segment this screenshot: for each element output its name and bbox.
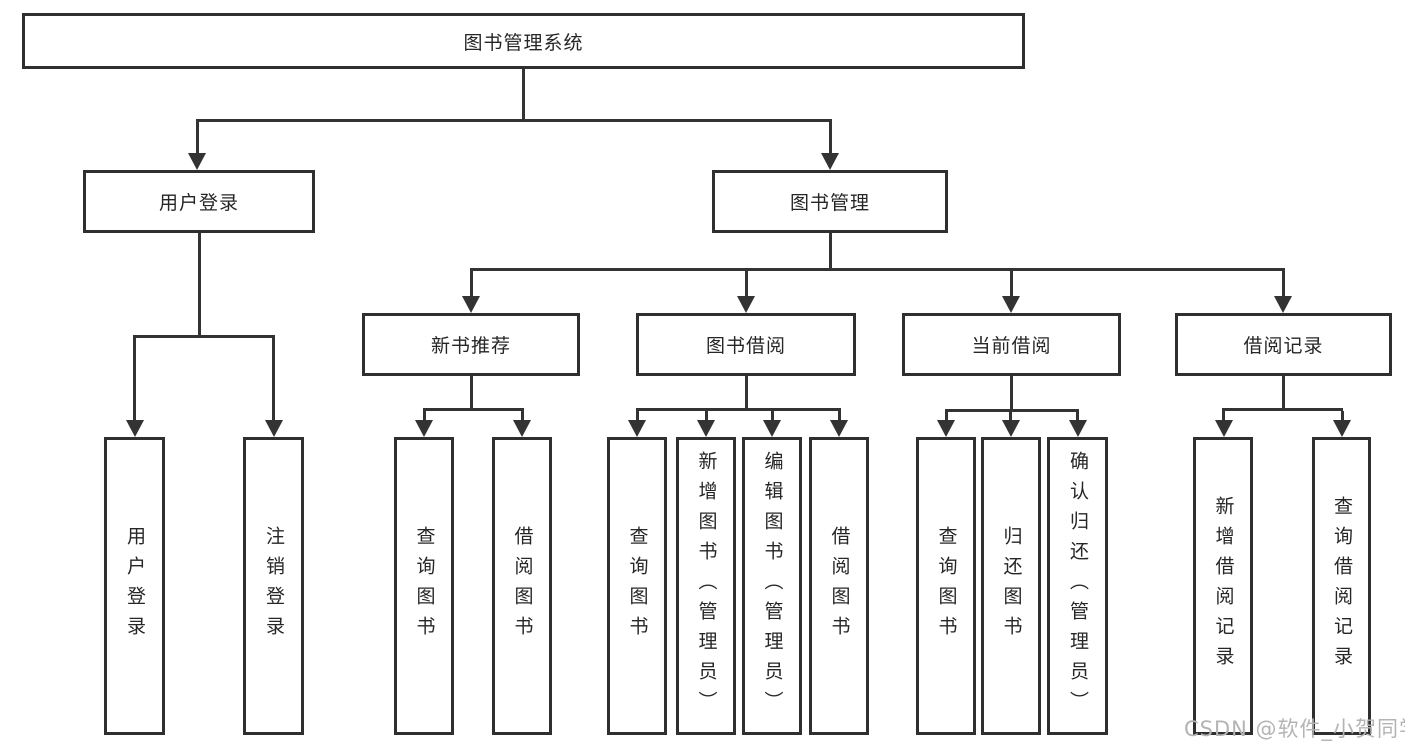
connector-stem (1009, 376, 1013, 411)
connector-arrow (697, 411, 715, 437)
connector-arrow (737, 271, 755, 313)
node-new-book-recommend: 新书推荐 (362, 313, 580, 376)
leaf-borrow-books: 借阅图书 (809, 437, 869, 735)
node-user-login: 用户登录 (83, 170, 315, 233)
connector-arrow (415, 411, 433, 437)
connector-stem (522, 69, 525, 122)
connector-stem (1281, 376, 1285, 411)
leaf-add-books-admin: 新增图书（管理员） (676, 437, 736, 735)
leaf-logout: 注销登录 (243, 437, 304, 735)
connector-arrow (628, 411, 646, 437)
connector-bus (469, 268, 1285, 271)
csdn-watermark: CSDN @软件_小贺同学 (1184, 717, 1405, 741)
node-current-borrow: 当前借阅 (902, 313, 1121, 376)
connector-arrow (821, 122, 839, 170)
connector-bus (635, 408, 841, 411)
connector-arrow (1001, 412, 1020, 437)
connector-arrow (1002, 271, 1020, 313)
connector-arrow (264, 338, 283, 437)
connector-arrow (1333, 411, 1351, 437)
leaf-add-borrow-record: 新增借阅记录 (1193, 437, 1253, 735)
connector-arrow (462, 271, 480, 313)
node-book-borrow: 图书借阅 (636, 313, 856, 376)
leaf-user-login: 用户登录 (104, 437, 165, 735)
connector-arrow (1274, 271, 1292, 313)
leaf-query-books-borrow: 查询图书 (607, 437, 667, 735)
connector-arrow (1068, 412, 1087, 437)
leaf-confirm-return-admin: 确认归还（管理员） (1047, 437, 1108, 735)
connector-arrow (763, 411, 781, 437)
node-root: 图书管理系统 (22, 13, 1025, 69)
leaf-return-books: 归还图书 (981, 437, 1041, 735)
connector-arrow (125, 338, 144, 437)
connector-bus (944, 409, 1079, 412)
connector-stem (469, 376, 473, 411)
leaf-query-borrow-record: 查询借阅记录 (1312, 437, 1371, 735)
leaf-query-books-recommend: 查询图书 (394, 437, 454, 735)
connector-arrow (830, 411, 848, 437)
leaf-edit-books-admin: 编辑图书（管理员） (742, 437, 802, 735)
connector-bus (1222, 408, 1343, 411)
connector-arrow (188, 122, 206, 170)
connector-arrow (513, 411, 531, 437)
connector-bus (133, 335, 275, 338)
connector-stem (744, 376, 748, 411)
connector-arrow (937, 412, 955, 437)
leaf-query-books-current: 查询图书 (916, 437, 976, 735)
node-borrow-record: 借阅记录 (1175, 313, 1392, 376)
connector-bus (195, 119, 832, 122)
connector-stem (828, 233, 832, 271)
connector-bus (422, 408, 524, 411)
connector-arrow (1214, 411, 1233, 437)
node-book-management: 图书管理 (712, 170, 948, 233)
leaf-borrow-books-recommend: 借阅图书 (492, 437, 552, 735)
connector-stem (197, 233, 201, 338)
